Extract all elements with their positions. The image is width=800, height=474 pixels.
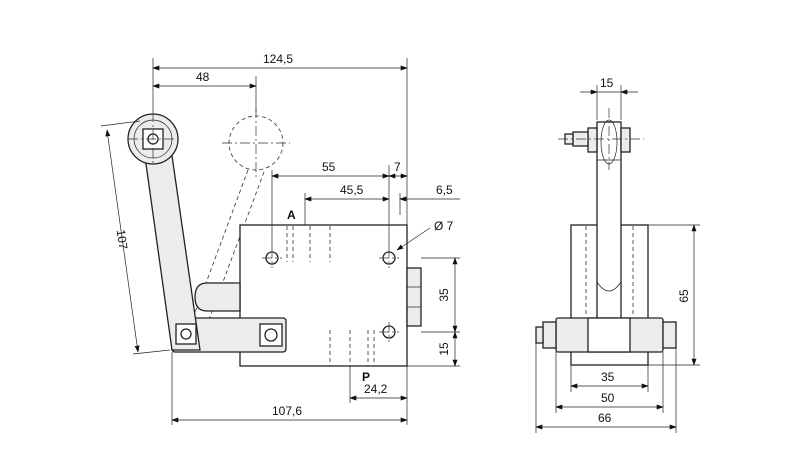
dim-port-spacing: 55: [322, 160, 336, 174]
mounting-holes: [262, 248, 399, 342]
dim-hole-diameter: Ø 7: [434, 219, 454, 233]
dimension-lines: [105, 65, 460, 423]
dim-bottom-offset: 15: [437, 342, 451, 356]
front-view: 15 65 35 50 66: [535, 76, 700, 433]
port-label-p: P: [362, 370, 370, 384]
dim-mid-width: 50: [601, 391, 615, 405]
dimension-texts: 124,5 48 55 7 45,5 6,5 Ø 7 35 15 24,2 10…: [114, 52, 454, 418]
dim-hole-spacing: 35: [437, 288, 451, 302]
dim-edge-offset: 6,5: [436, 183, 453, 197]
front-dimension-texts: 15 65 35 50 66: [598, 76, 691, 425]
hex-nut: [406, 267, 422, 327]
dim-arm-length: 107: [114, 229, 131, 251]
port-label-a: A: [287, 208, 296, 222]
dim-inner-width: 35: [601, 370, 615, 384]
roller: [127, 112, 179, 166]
dim-port-offset: 45,5: [340, 183, 364, 197]
pivot-bolts: [175, 323, 283, 347]
internal-bores: [286, 226, 375, 366]
front-lever-arm: [596, 121, 622, 323]
front-roller-axle: [558, 108, 644, 170]
dim-port-edge-top: 7: [394, 160, 401, 174]
dim-roller-width: 15: [600, 76, 614, 90]
dim-base-length: 107,6: [272, 404, 302, 418]
side-view: A P: [100, 52, 460, 425]
dim-overall-length: 124,5: [263, 52, 293, 66]
front-dimension-lines: [535, 89, 697, 430]
dim-body-height: 65: [677, 289, 691, 303]
dim-lever-offset: 48: [196, 70, 210, 84]
front-side-bolts: [535, 321, 677, 349]
dim-port-p-offset: 24,2: [364, 382, 388, 396]
plunger: [194, 282, 241, 312]
dim-overall-width: 66: [598, 411, 612, 425]
